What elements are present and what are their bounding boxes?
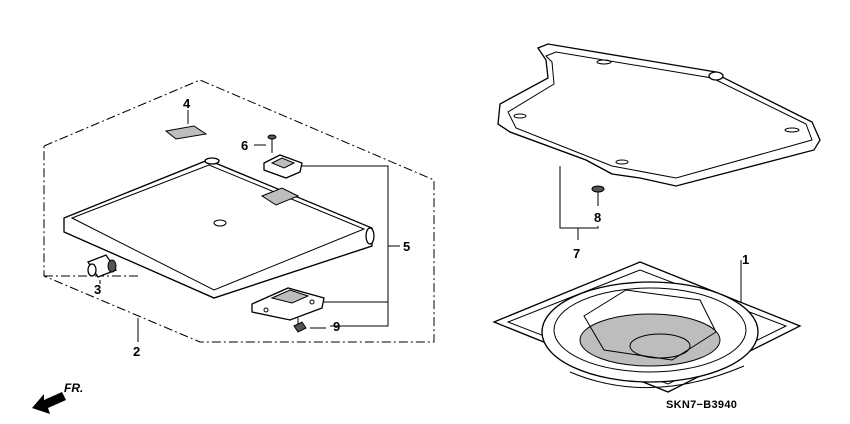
callout-9: 9 [333,319,340,334]
callout-4: 4 [183,96,191,111]
callout-1: 1 [742,252,749,267]
callout-2: 2 [133,344,140,359]
callout-6: 6 [241,138,248,153]
screw-6 [254,134,277,153]
front-direction-marker: FR. [32,381,83,414]
clip-upper [263,154,303,179]
callout-7: 7 [573,246,580,261]
callout-3: 3 [94,282,101,297]
spare-tire-tray [492,260,802,393]
leader-lines-left [302,165,400,329]
front-marker-label: FR. [64,381,83,395]
trunk-floor-lid [63,157,375,299]
screw-9 [293,318,307,333]
trunk-mat [497,43,821,187]
rubber-stopper [87,254,117,284]
callout-5: 5 [403,239,410,254]
leader-lines-right [559,166,599,240]
clip-8 [591,185,605,206]
label-sticker [164,110,208,140]
drawing-code: SKN7−B3940 [666,399,737,411]
callout-8: 8 [594,210,601,225]
latch-plate-lower [251,287,325,321]
